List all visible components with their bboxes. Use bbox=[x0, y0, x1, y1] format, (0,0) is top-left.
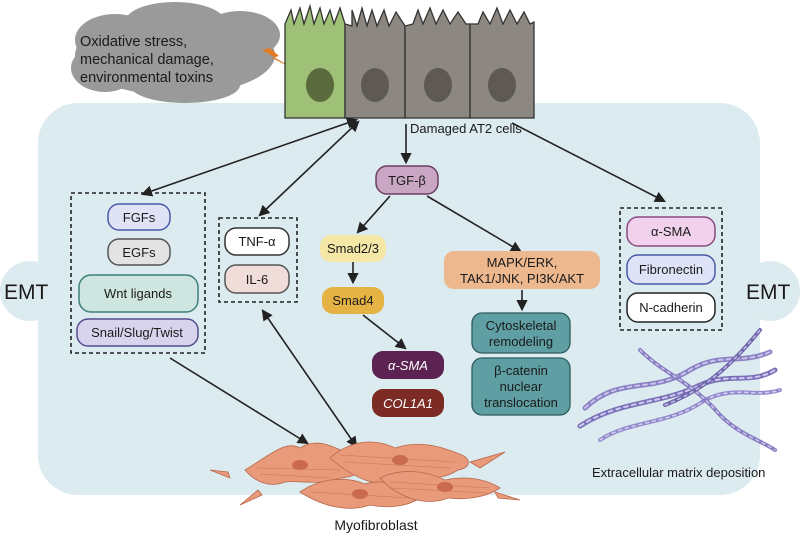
cytoskeletal-line-2: remodeling bbox=[489, 334, 553, 349]
wnt-label: Wnt ligands bbox=[104, 286, 172, 301]
smad4-box bbox=[322, 287, 384, 314]
catenin-line-3: translocation bbox=[484, 395, 558, 410]
catenin-line-2: nuclear bbox=[500, 379, 543, 394]
cytoskeletal-line-1: Cytoskeletal bbox=[486, 318, 557, 333]
alpha-sma-marker-box bbox=[626, 216, 716, 247]
myofibroblast-label: Myofibroblast bbox=[334, 517, 417, 533]
catenin-box bbox=[471, 357, 571, 416]
col1a1-box bbox=[372, 389, 444, 417]
alpha-sma-target-box bbox=[372, 351, 444, 379]
col1a1-label: COL1A1 bbox=[383, 396, 433, 411]
cytokine-group bbox=[218, 217, 298, 303]
fgfs-box bbox=[107, 203, 171, 231]
fibronectin-label: Fibronectin bbox=[639, 262, 703, 277]
emt-right-label: EMT bbox=[746, 281, 791, 304]
tnf-label: TNF-α bbox=[238, 234, 276, 249]
at2-cell-gray-2 bbox=[404, 6, 471, 119]
ecm-fibers bbox=[577, 328, 782, 452]
snail-box bbox=[76, 318, 199, 347]
kinases-line-1: MAPK/ERK, bbox=[487, 255, 558, 270]
cell-nucleus bbox=[488, 68, 516, 102]
at2-cell-layer bbox=[284, 3, 535, 119]
at2-cell-gray-3 bbox=[469, 6, 535, 119]
arrow-tgf-to-smad23 bbox=[356, 195, 391, 234]
trigger-line-3: environmental toxins bbox=[80, 70, 213, 86]
arrow-smad4-to-targets bbox=[362, 314, 407, 350]
tnf-box bbox=[224, 227, 290, 256]
tgf-box bbox=[375, 165, 439, 195]
growth-factor-group bbox=[70, 192, 206, 354]
kinases-box bbox=[444, 251, 600, 289]
trigger-line-1: Oxidative stress, bbox=[80, 34, 187, 50]
arrow-cytokines-to-myofibroblast bbox=[261, 309, 358, 448]
arrows bbox=[140, 117, 666, 448]
il6-box bbox=[224, 264, 290, 294]
at2-cell-green bbox=[284, 3, 346, 119]
ecm-label: Extracellular matrix deposition bbox=[592, 465, 765, 480]
at2-cell-gray-1 bbox=[344, 5, 406, 119]
cytoskeletal-box bbox=[471, 312, 571, 354]
arrow-cells-to-markers bbox=[511, 122, 666, 203]
tgf-label: TGF-β bbox=[388, 173, 426, 188]
damaged-cells-label: Damaged AT2 cells bbox=[410, 121, 522, 136]
snail-label: Snail/Slug/Twist bbox=[91, 325, 183, 340]
n-cadherin-label: N-cadherin bbox=[639, 300, 703, 315]
egfs-box bbox=[107, 238, 171, 266]
trigger-line-2: mechanical damage, bbox=[80, 52, 214, 68]
arrow-cells-to-cytokines bbox=[258, 120, 360, 217]
n-cadherin-box bbox=[626, 292, 716, 323]
arrow-tgf-to-kinases bbox=[426, 195, 522, 253]
emt-right-bubble bbox=[740, 261, 800, 321]
il6-label: IL-6 bbox=[246, 272, 268, 287]
fgfs-label: FGFs bbox=[123, 210, 156, 225]
cell-nucleus bbox=[361, 68, 389, 102]
cell-nucleus bbox=[306, 68, 334, 102]
emt-left-bubble bbox=[0, 261, 60, 321]
marker-group bbox=[619, 207, 723, 331]
smad23-label: Smad2/3 bbox=[327, 241, 379, 256]
myofibroblast-fibers bbox=[254, 454, 491, 499]
egfs-label: EGFs bbox=[122, 245, 156, 260]
cell-nucleus bbox=[424, 68, 452, 102]
catenin-line-1: β-catenin bbox=[494, 363, 548, 378]
alpha-sma-target-label: α-SMA bbox=[388, 358, 428, 373]
smad23-box bbox=[320, 235, 386, 262]
background-panel bbox=[38, 103, 760, 495]
wnt-box bbox=[78, 274, 199, 313]
alpha-sma-marker-label: α-SMA bbox=[651, 224, 691, 239]
myofibroblast-nuclei bbox=[292, 455, 453, 499]
kinases-line-2: TAK1/JNK, PI3K/AKT bbox=[460, 271, 584, 286]
smad4-label: Smad4 bbox=[332, 293, 373, 308]
emt-left-label: EMT bbox=[4, 281, 49, 304]
fibronectin-box bbox=[626, 254, 716, 285]
cloud bbox=[71, 2, 280, 103]
